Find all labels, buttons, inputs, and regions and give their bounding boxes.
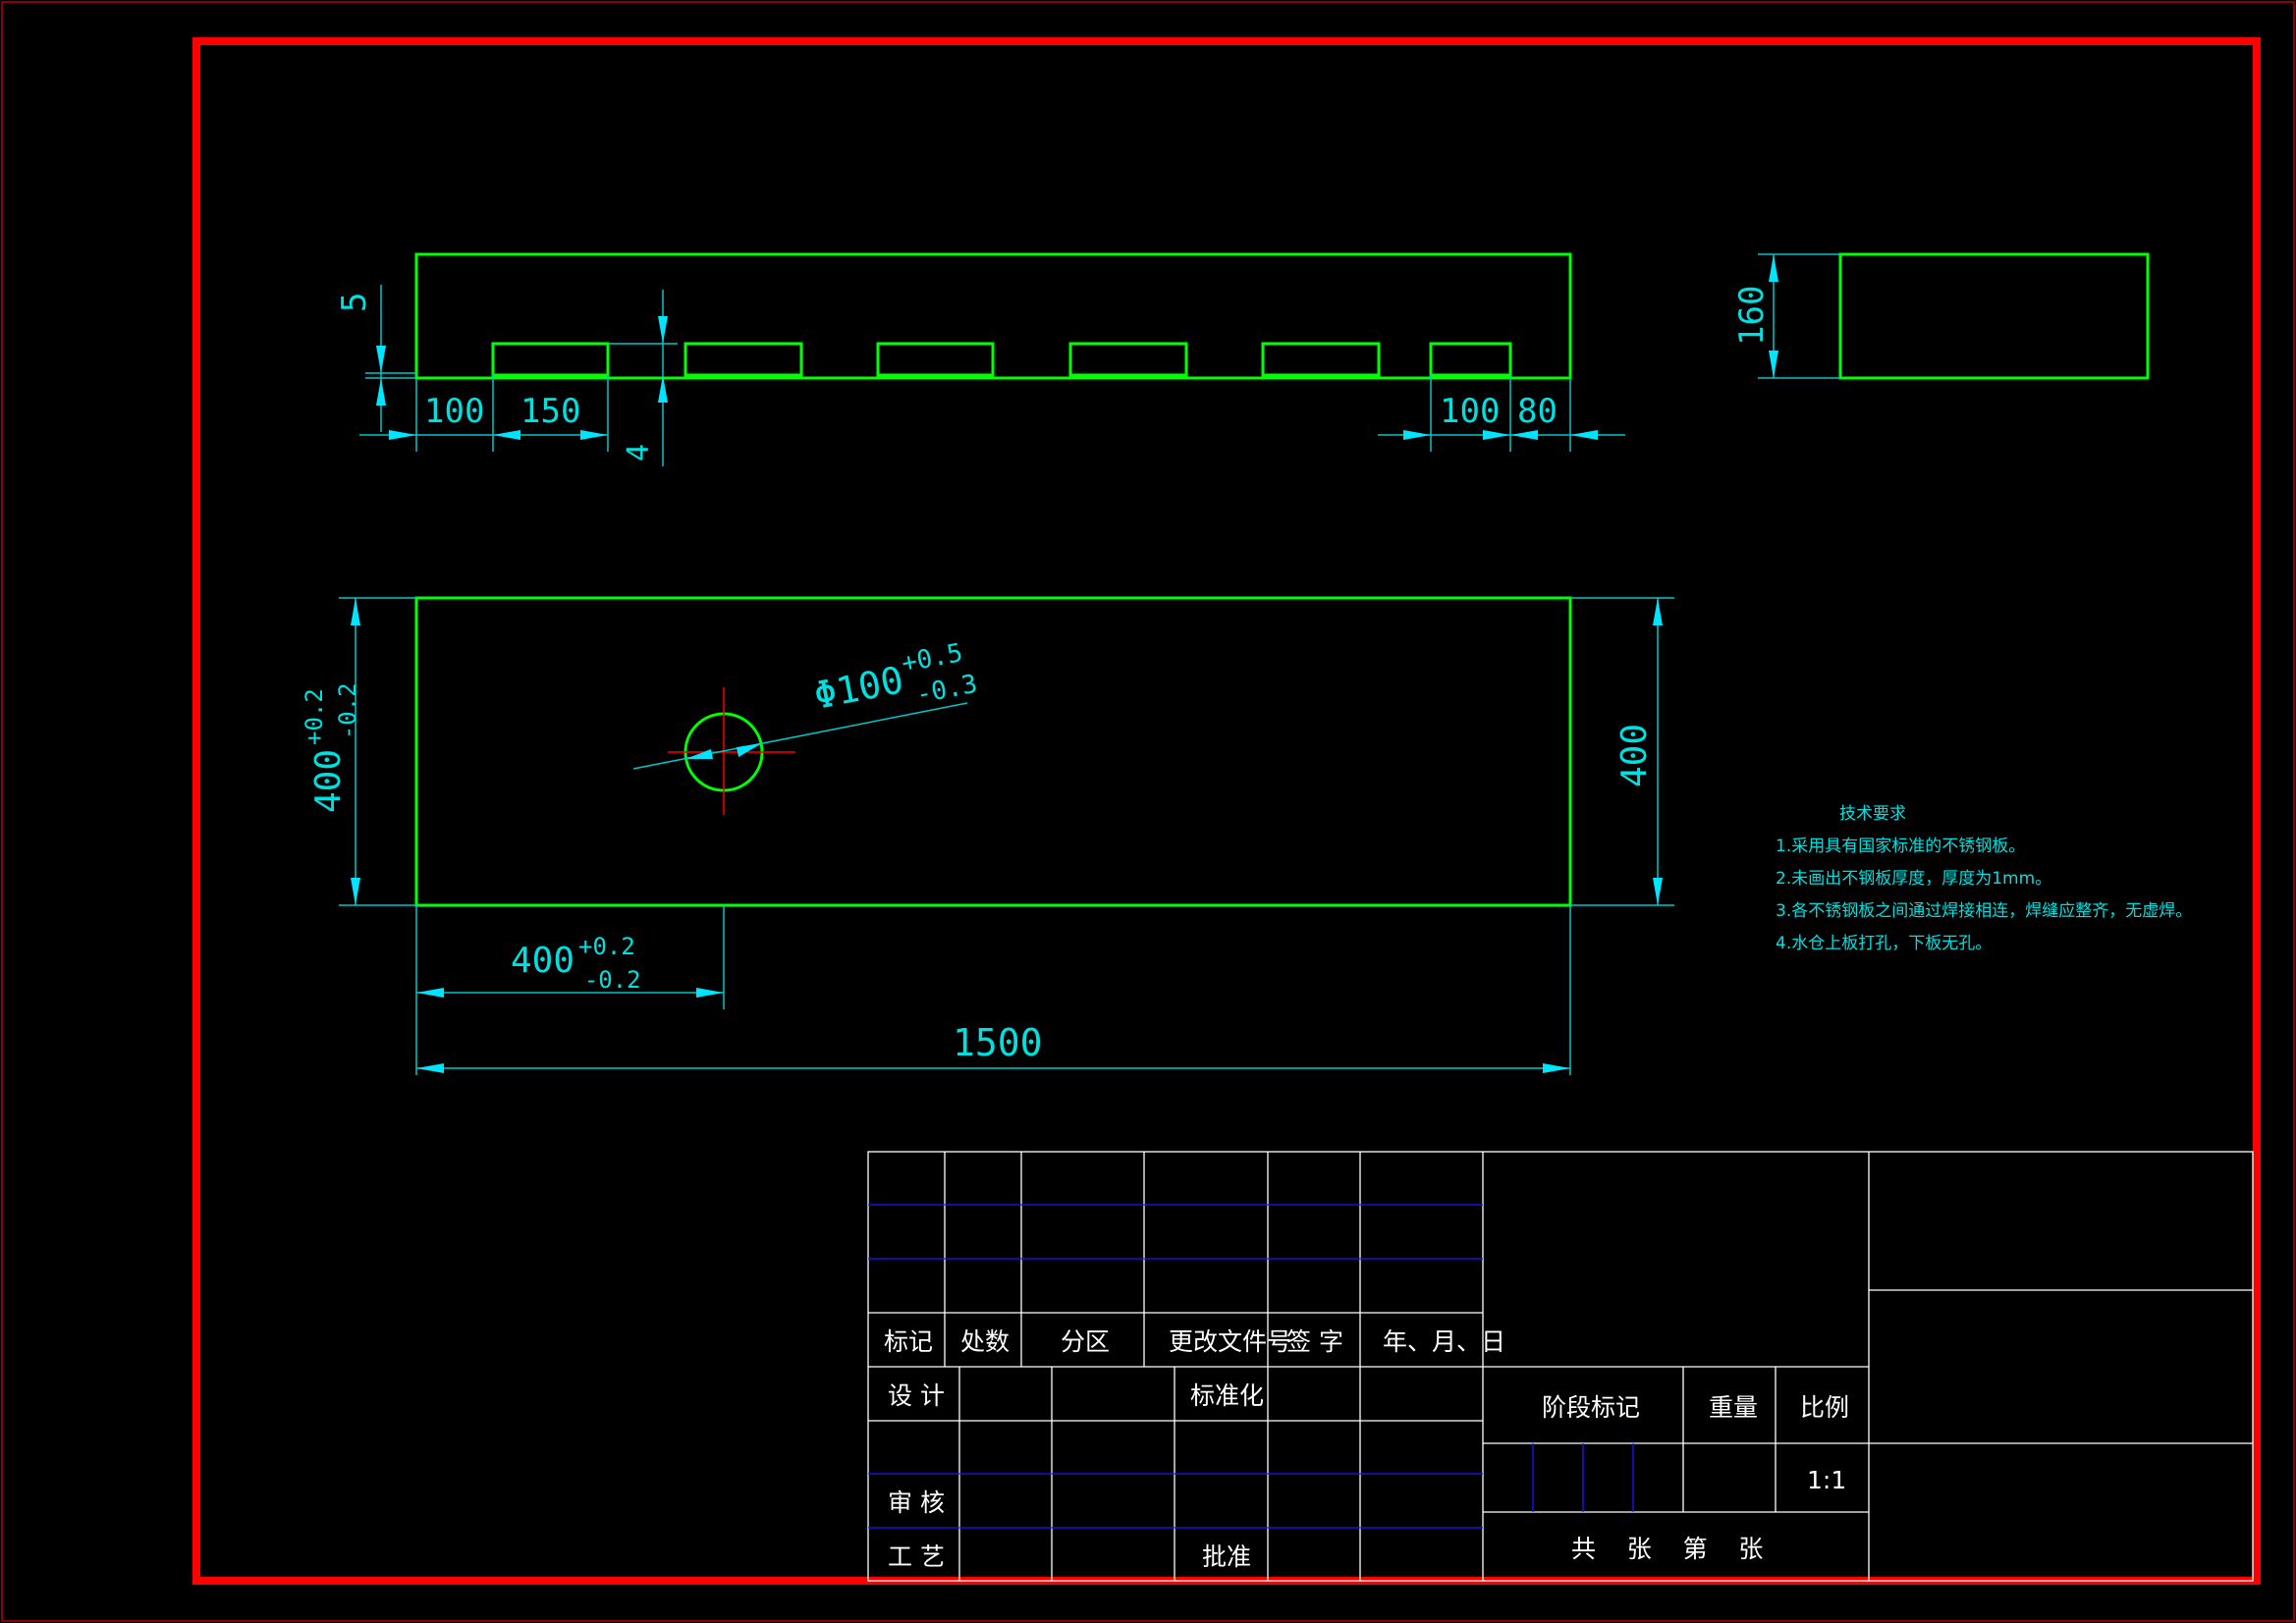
- front-slot-5: [1261, 342, 1381, 377]
- plan-dimensions: 400+0.2-0.2 400 400+0.2-0.2 1500 Φ100+0.…: [301, 597, 1674, 1075]
- tb-approve: 批准: [1202, 1542, 1251, 1571]
- dim-front-80: 80: [1517, 392, 1558, 431]
- tb-stage-mark: 阶段标记: [1542, 1393, 1640, 1422]
- tb-standardize: 标准化: [1190, 1381, 1264, 1410]
- notes-title: 技术要求: [1839, 804, 1906, 824]
- technical-notes: 技术要求 1.采用具有国家标准的不锈钢板。 2.未画出不钢板厚度，厚度为1mm。…: [1776, 804, 2192, 953]
- tb-design: 设 计: [888, 1381, 945, 1410]
- side-view: 160: [1732, 252, 2150, 380]
- note-item-4: 4.水仓上板打孔，下板无孔。: [1776, 934, 1992, 953]
- front-slot-2: [683, 342, 803, 377]
- tb-weight: 重量: [1709, 1393, 1758, 1422]
- tb-header-count: 处数: [960, 1327, 1010, 1356]
- tb-header-sign: 签 字: [1286, 1327, 1343, 1356]
- tb-process: 工 艺: [888, 1542, 945, 1571]
- dim-length-1500: 1500: [953, 1021, 1043, 1064]
- front-slot-1: [491, 342, 610, 377]
- plan-view: [414, 596, 1572, 907]
- dim-side-160: 160: [1732, 286, 1772, 346]
- plan-view-outline: [414, 596, 1572, 907]
- dim-plan-400-right: 400: [1614, 724, 1655, 787]
- title-block: 标记 处数 分区 更改文件号 签 字 年、月、日 设 计 标准化 审 核 工 艺…: [867, 1151, 2254, 1582]
- front-view-outline: [414, 252, 1572, 380]
- tb-header-zone: 分区: [1061, 1327, 1110, 1356]
- tb-header-date: 年、月、日: [1383, 1327, 1505, 1356]
- front-view: [414, 252, 1572, 380]
- arrow: [376, 378, 386, 406]
- dim-front-100-right: 100: [1440, 392, 1500, 431]
- dim-hole-x-400: 400+0.2-0.2: [511, 933, 641, 994]
- side-view-outline: [1838, 252, 2150, 380]
- tb-sheets: 共 张 第 张: [1571, 1535, 1763, 1563]
- note-item-2: 2.未画出不钢板厚度，厚度为1mm。: [1776, 869, 2051, 889]
- arrow: [376, 346, 386, 373]
- dim-front-150: 150: [520, 392, 580, 431]
- tb-review: 审 核: [888, 1488, 945, 1517]
- dim-hole-diameter: Φ100+0.5-0.3: [809, 636, 980, 729]
- dim-front-100-left: 100: [424, 392, 484, 431]
- front-dimensions: 5 100 150 4 100 80: [335, 285, 1625, 466]
- dim-front-4: 4: [622, 444, 656, 461]
- tb-scale-label: 比例: [1800, 1393, 1849, 1422]
- note-item-3: 3.各不锈钢板之间通过焊接相连，焊缝应整齐，无虚焊。: [1776, 901, 2192, 921]
- dim-front-5: 5: [335, 293, 374, 312]
- note-item-1: 1.采用具有国家标准的不锈钢板。: [1776, 837, 2025, 856]
- front-slot-3: [876, 342, 995, 377]
- tb-header-mark: 标记: [884, 1327, 933, 1356]
- front-slot-6: [1429, 342, 1512, 377]
- tb-scale-value: 1:1: [1807, 1466, 1846, 1494]
- tb-header-doc-no: 更改文件号: [1169, 1327, 1291, 1356]
- front-slot-4: [1068, 342, 1188, 377]
- dim-plan-400-left: 400+0.2-0.2: [301, 682, 361, 813]
